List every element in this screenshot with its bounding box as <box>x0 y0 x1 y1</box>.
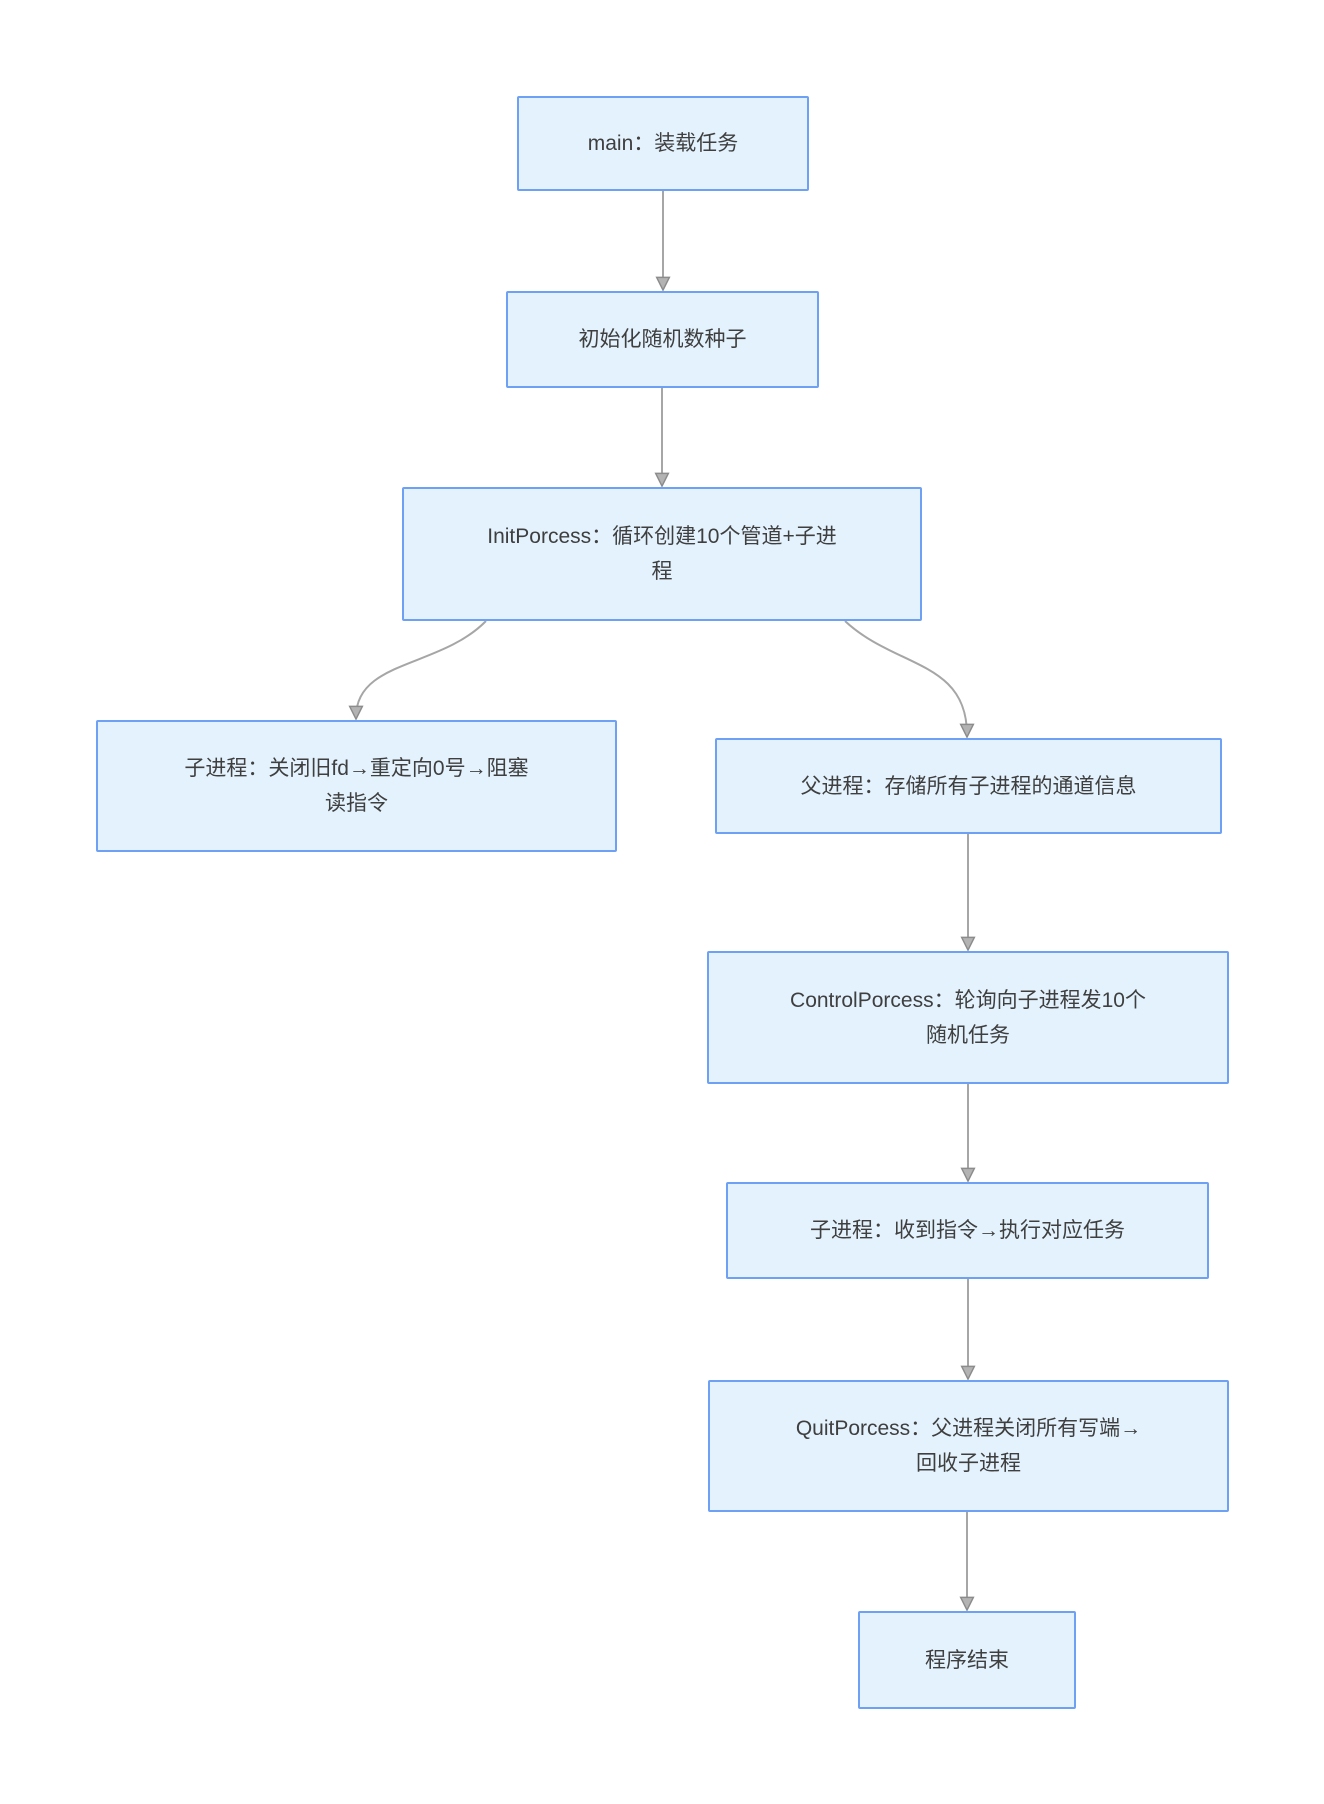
edge-init-process-to-parent-store <box>844 620 975 739</box>
node-child-exec: 子进程：收到指令→执行对应任务 <box>726 1182 1209 1279</box>
node-child-exec-label: 子进程：收到指令→执行对应任务 <box>810 1219 1125 1242</box>
node-child-setup: 子进程：关闭旧fd→重定向0号→阻塞读指令 <box>96 720 617 852</box>
node-init-process: InitPorcess：循环创建10个管道+子进程 <box>402 487 922 621</box>
node-quit-process: QuitPorcess：父进程关闭所有写端→回收子进程 <box>708 1380 1229 1512</box>
node-program-end: 程序结束 <box>858 1611 1076 1709</box>
node-program-end-label: 程序结束 <box>925 1648 1009 1672</box>
node-init-seed: 初始化随机数种子 <box>506 291 819 388</box>
node-child-setup-label: 子进程：关闭旧fd→重定向0号→阻塞读指令 <box>184 757 529 815</box>
node-parent-store: 父进程：存储所有子进程的通道信息 <box>715 738 1222 834</box>
edge-init-process-to-child-setup <box>348 620 487 721</box>
node-main-label: main：装载任务 <box>587 132 739 155</box>
node-control-process: ControlPorcess：轮询向子进程发10个随机任务 <box>707 951 1229 1084</box>
node-control-process-label: ControlPorcess：轮询向子进程发10个随机任务 <box>790 988 1146 1047</box>
node-quit-process-label: QuitPorcess：父进程关闭所有写端→回收子进程 <box>795 1417 1142 1475</box>
node-init-seed-label: 初始化随机数种子 <box>578 328 747 351</box>
node-init-process-label: InitPorcess：循环创建10个管道+子进程 <box>487 525 837 583</box>
node-parent-store-label: 父进程：存储所有子进程的通道信息 <box>800 774 1137 798</box>
node-main: main：装载任务 <box>517 96 809 191</box>
